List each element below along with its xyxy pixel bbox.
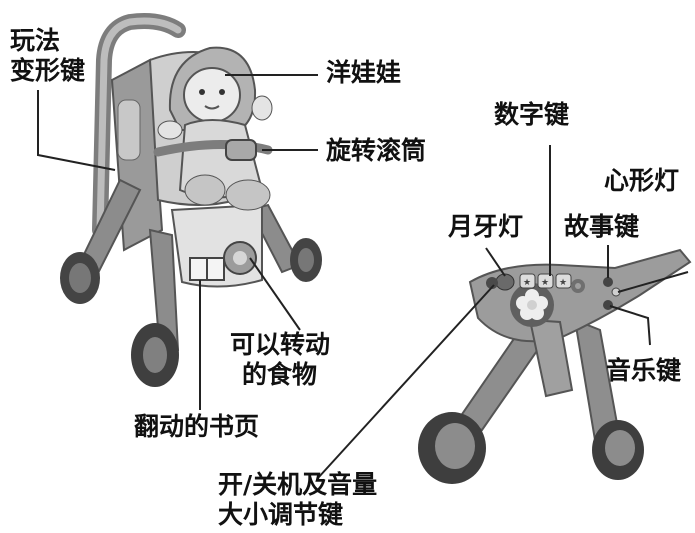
number-keys: ★ ★ ★ xyxy=(519,273,572,289)
label-power-volume: 开/关机及音量 大小调节键 xyxy=(218,470,377,530)
music-key xyxy=(603,300,613,310)
story-key xyxy=(603,277,613,287)
wheel-base-left xyxy=(418,412,486,484)
moon-light xyxy=(495,273,515,291)
label-rotating-food-line2: 的食物 xyxy=(242,360,318,389)
flip-pages xyxy=(189,257,225,281)
label-story-key: 故事键 xyxy=(564,212,640,241)
doll xyxy=(157,46,273,211)
label-power-volume-line1: 开/关机及音量 xyxy=(218,470,378,499)
wheel-right xyxy=(290,238,322,282)
walker-base: ★ ★ ★ xyxy=(418,248,692,484)
label-number-keys: 数字键 xyxy=(494,100,570,129)
label-power-volume-line2: 大小调节键 xyxy=(218,500,344,529)
flower-button-icon xyxy=(510,283,554,327)
stroller xyxy=(60,13,322,387)
label-roller: 旋转滚筒 xyxy=(326,136,427,165)
rotating-roller xyxy=(153,139,273,161)
label-mode-switch-line1: 玩法 xyxy=(10,26,61,55)
label-doll: 洋娃娃 xyxy=(326,58,402,87)
label-heart-light: 心形灯 xyxy=(604,166,680,195)
wheel-base-right xyxy=(592,420,644,480)
svg-text:★: ★ xyxy=(559,278,567,288)
label-music-key: 音乐键 xyxy=(606,356,682,385)
label-moon-light: 月牙灯 xyxy=(448,212,524,241)
wheel-front xyxy=(131,323,179,387)
wheel-left xyxy=(60,252,100,304)
power-volume-knob xyxy=(486,277,498,289)
label-flip-pages: 翻动的书页 xyxy=(134,412,260,441)
label-rotating-food-line1: 可以转动 xyxy=(230,330,331,359)
leader-lines xyxy=(37,74,689,479)
label-rotating-food: 可以转动 的食物 xyxy=(230,330,330,390)
svg-text:★: ★ xyxy=(541,278,549,288)
label-mode-switch-line2: 变形键 xyxy=(10,56,86,85)
label-mode-switch: 玩法 变形键 xyxy=(10,26,85,86)
star-key-icon: ★ xyxy=(523,278,531,288)
speaker-grille-icon xyxy=(571,279,585,293)
